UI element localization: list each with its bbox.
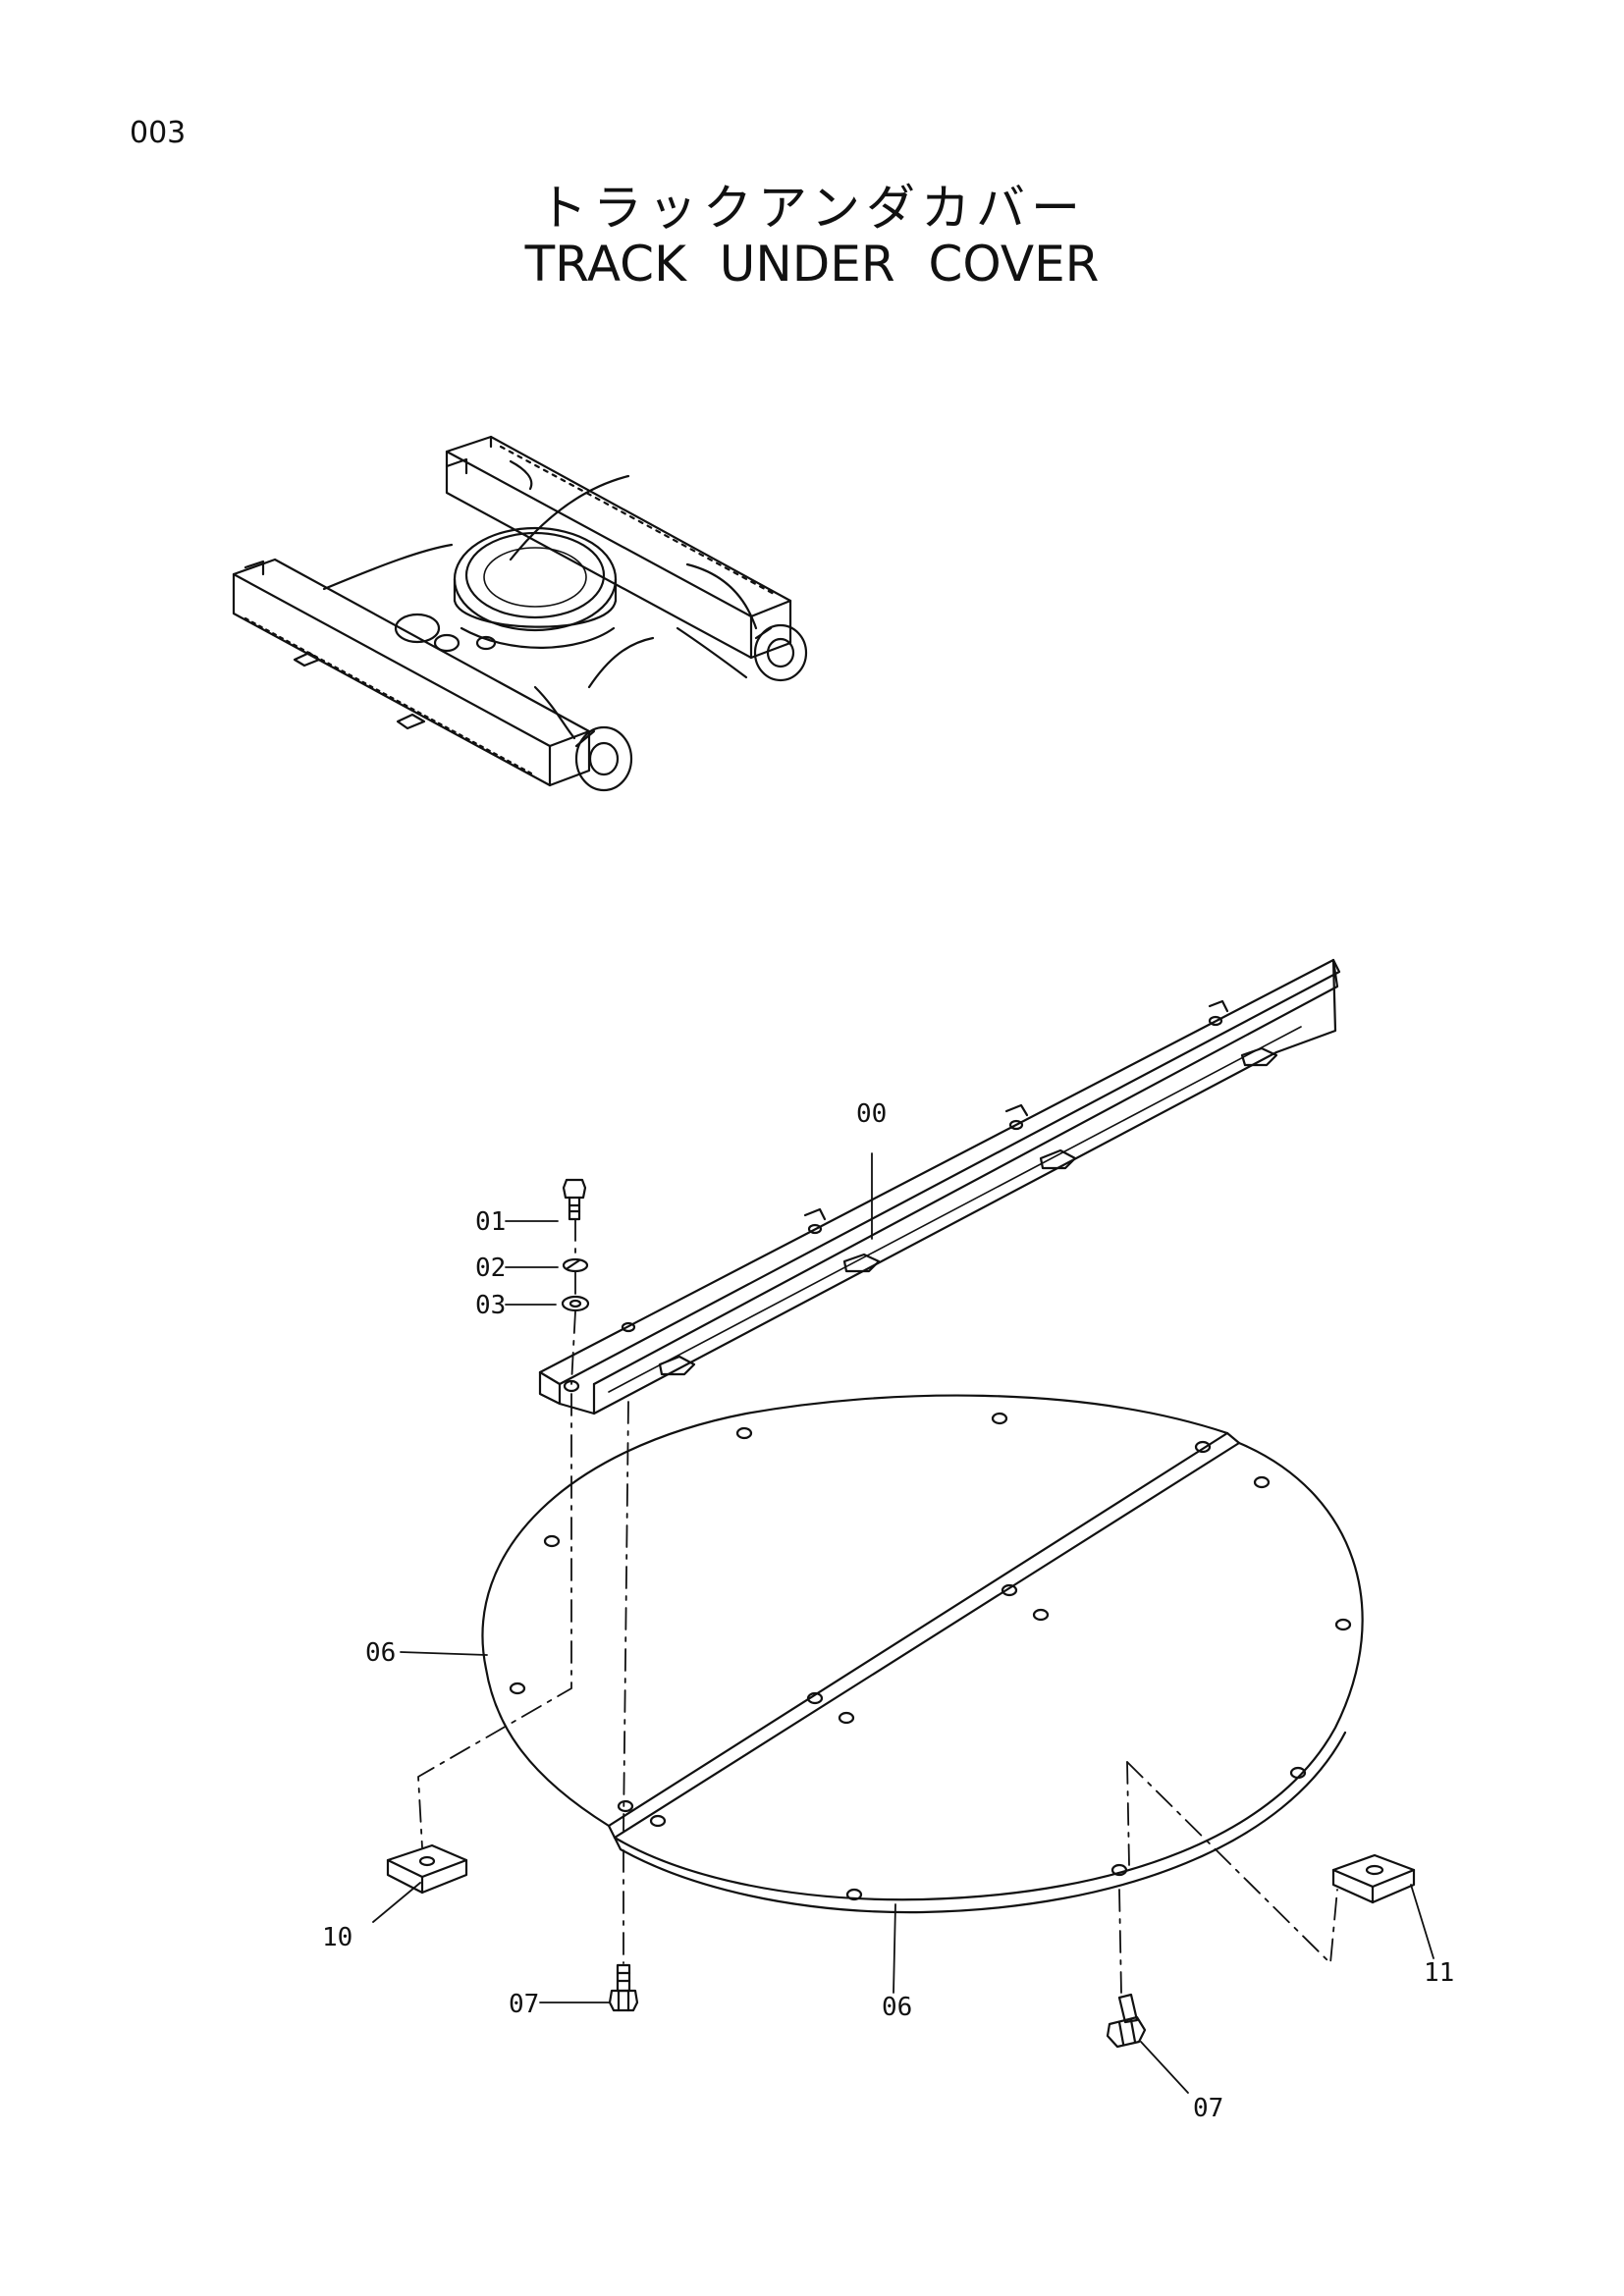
assembly-centerlines <box>417 1218 1338 1994</box>
callout-02: 02 <box>475 1254 506 1283</box>
diagram-title-english: TRACK UNDER COVER <box>524 236 1100 293</box>
callout-06-bottom: 06 <box>882 1993 912 2022</box>
page-number: 003 <box>130 116 187 150</box>
callout-00: 00 <box>856 1099 887 1129</box>
callout-leaders <box>372 1152 1435 2094</box>
callout-06-left: 06 <box>365 1638 396 1668</box>
under-cover-plates <box>481 1394 1364 1914</box>
diagram-title-japanese: トラックアンダカバー <box>538 180 1086 237</box>
nut-plate-11 <box>1331 1853 1416 1904</box>
callout-10: 10 <box>322 1923 352 1952</box>
callout-numbers: 00 01 02 03 06 06 07 07 10 11 <box>322 1099 1454 2123</box>
bolt-07-right <box>1106 1993 1147 2049</box>
callout-03: 03 <box>475 1291 506 1320</box>
track-guard-rail <box>538 958 1341 1415</box>
track-frame-illustration <box>232 435 808 792</box>
callout-07-right: 07 <box>1193 2094 1223 2123</box>
nut-plate-10 <box>386 1843 468 1895</box>
callout-01: 01 <box>475 1207 506 1237</box>
bolt-07-left <box>608 1963 639 2012</box>
callout-11: 11 <box>1424 1958 1454 1988</box>
callout-07-left: 07 <box>509 1990 539 2019</box>
bolt-and-washers <box>561 1178 590 1312</box>
